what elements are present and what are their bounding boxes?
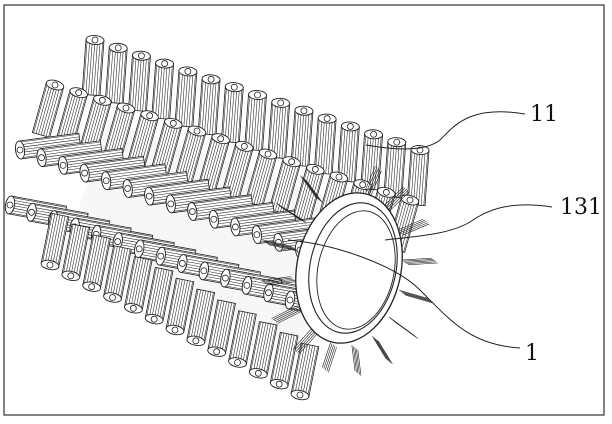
leader-line-131 <box>384 204 553 241</box>
bristle-tuft <box>269 331 299 390</box>
bristle-tuft <box>82 234 111 292</box>
bristle-tuft <box>228 310 257 368</box>
leader-line-11 <box>365 111 526 150</box>
bristle-tuft <box>144 266 174 325</box>
bristle-tuft <box>165 277 195 336</box>
bristle-tuft <box>336 121 360 183</box>
bristle-tuft <box>207 299 236 357</box>
bristle-tuft <box>103 245 132 303</box>
bristle-tuft <box>174 66 198 128</box>
callout-label-1: 1 <box>525 341 539 366</box>
bristle-tuft <box>61 223 91 282</box>
callout-label-131: 131 <box>560 195 602 220</box>
bristle-tuft <box>221 140 254 200</box>
bristle-tuft <box>268 156 301 215</box>
leader-line-1 <box>287 239 521 349</box>
bristle-tuft <box>244 148 278 207</box>
bristle-tuft <box>244 90 267 152</box>
bristle-tuft <box>104 42 128 104</box>
bristle-row <box>81 35 430 207</box>
figure-border <box>3 4 605 416</box>
bristle-tuft <box>79 94 112 154</box>
bristle-tuft <box>383 137 407 199</box>
roller-brush-drawing <box>4 35 438 401</box>
bristle-tuft <box>197 74 221 136</box>
end-ring <box>295 192 403 344</box>
bristle-tuft <box>249 321 278 379</box>
callout-label-11: 11 <box>530 102 558 127</box>
bristle-tuft <box>267 97 291 159</box>
bristle-tuft <box>40 212 70 271</box>
bristle-tuft <box>31 79 65 138</box>
bristle-tuft <box>81 35 105 97</box>
bristle-tuft <box>186 288 216 347</box>
bristle-tuft <box>128 50 151 112</box>
bristle-tuft <box>290 342 320 401</box>
bristle-tuft <box>406 145 430 207</box>
bristle-tuft <box>102 102 136 161</box>
bristle-tuft <box>126 110 159 169</box>
bristle-tuft <box>313 113 337 175</box>
bristle-tuft <box>220 82 244 144</box>
bristle-tuft <box>290 105 314 167</box>
bristle-row <box>40 212 320 401</box>
bristle-tuft <box>151 58 175 120</box>
bristle-row <box>14 132 362 260</box>
bristle-tuft <box>197 133 230 192</box>
bristle-tuft <box>173 125 207 184</box>
bristle-tuft <box>124 256 153 314</box>
end-bristle-fan <box>260 165 438 376</box>
